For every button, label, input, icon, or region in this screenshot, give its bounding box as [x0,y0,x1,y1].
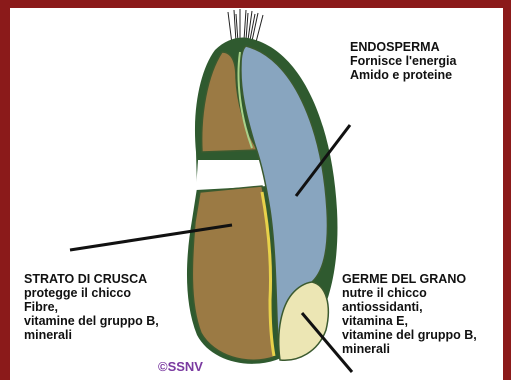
frame-right [503,0,511,380]
germe-line3: vitamina E, [342,314,477,328]
crusca-line4: minerali [24,328,159,342]
crusca-line3: vitamine del gruppo B, [24,314,159,328]
endosperma-line2: Amido e proteine [350,68,456,82]
bran-lower [192,186,274,360]
frame-left [0,0,10,380]
germe-line4: vitamine del gruppo B, [342,328,477,342]
label-germe: GERME DEL GRANO nutre il chicco antiossi… [342,272,477,356]
copyright-text: ©SSNV [158,359,203,374]
endosperma-line1: Fornisce l'energia [350,54,456,68]
crusca-line2: Fibre, [24,300,159,314]
cut-gap [196,160,268,190]
crusca-line1: protegge il chicco [24,286,159,300]
endosperma-title: ENDOSPERMA [350,40,456,54]
frame-top [0,0,511,8]
germe-title: GERME DEL GRANO [342,272,477,286]
germe-line5: minerali [342,342,477,356]
label-crusca: STRATO DI CRUSCA protegge il chicco Fibr… [24,272,159,342]
germe-line1: nutre il chicco [342,286,477,300]
crusca-title: STRATO DI CRUSCA [24,272,159,286]
label-endosperma: ENDOSPERMA Fornisce l'energia Amido e pr… [350,40,456,82]
germe-line2: antiossidanti, [342,300,477,314]
